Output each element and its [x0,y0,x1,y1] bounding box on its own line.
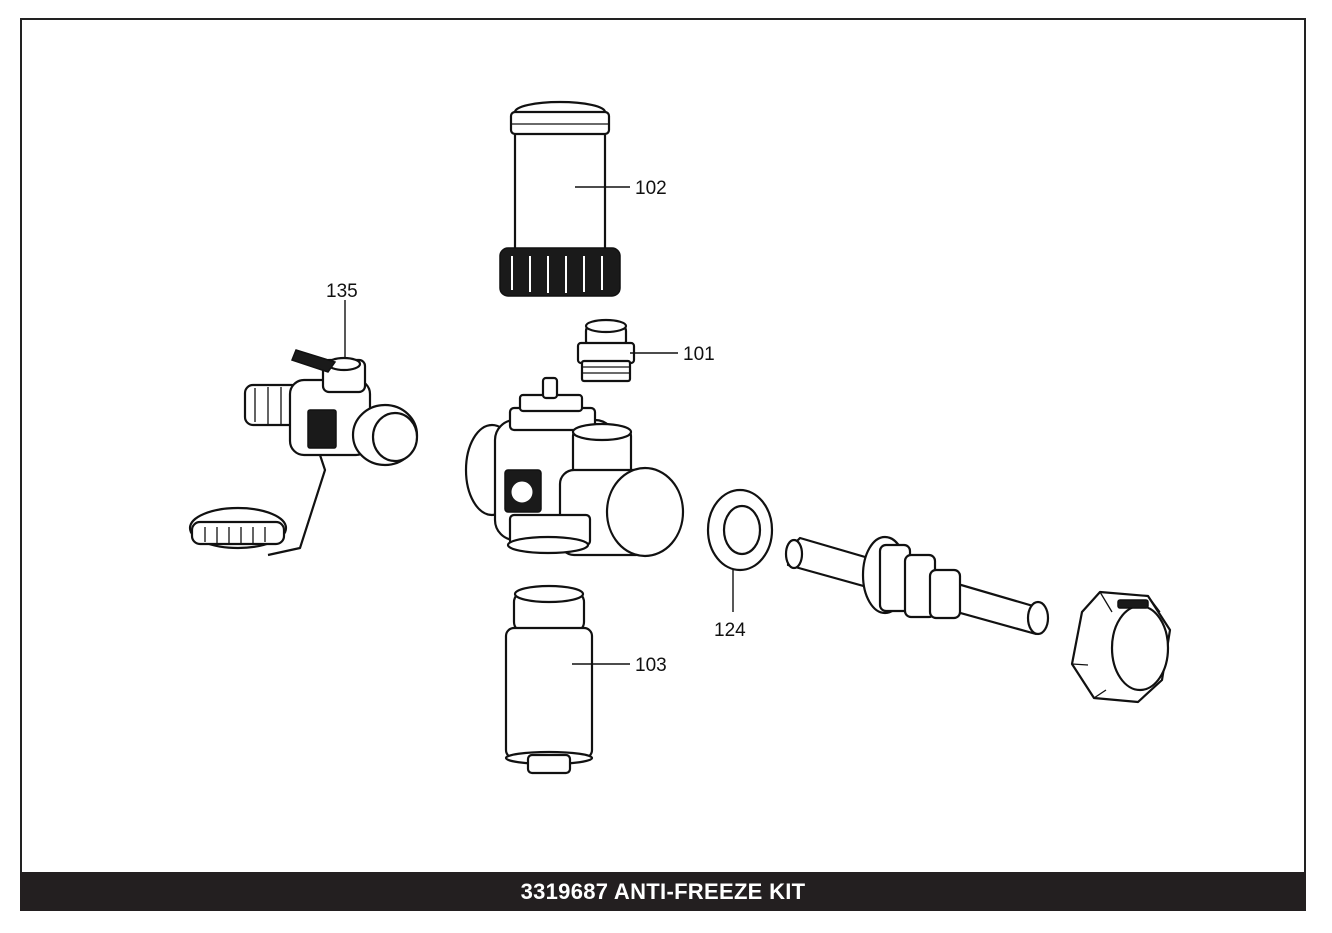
part-124-gasket [706,488,774,572]
part-101-fitting [576,318,636,383]
kit-title: 3319687 ANTI-FREEZE KIT [520,878,806,904]
callout-135: 135 [326,281,358,302]
callout-124: 124 [714,620,746,641]
hex-union-nut [1070,590,1172,704]
callout-101: 101 [683,344,715,365]
part-102-cartridge [499,100,621,297]
main-valve-body [464,376,685,558]
callout-102: 102 [635,178,667,199]
part-103-fitting [504,584,594,775]
title-bar: 3319687 ANTI-FREEZE KIT [20,872,1306,911]
union-tailpiece [784,535,1050,636]
callout-103: 103 [635,655,667,676]
drawing-frame [20,18,1306,911]
part-135-ball-valve [188,349,419,557]
